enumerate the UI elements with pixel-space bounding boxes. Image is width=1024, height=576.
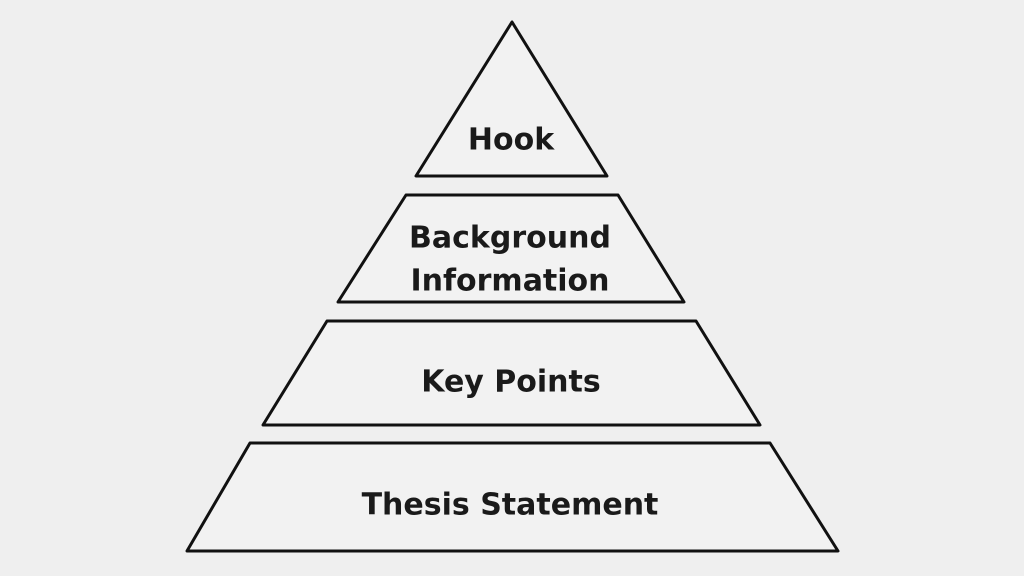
- tier-key-points: Key Points: [261, 319, 762, 427]
- tier-background-information: Background Information: [336, 193, 686, 304]
- tier-background-information-label-line-1: Background: [409, 221, 611, 256]
- tier-key-points-label: Key Points: [421, 365, 601, 400]
- tier-hook: Hook: [414, 20, 609, 178]
- tier-key-points-shape: [261, 319, 762, 427]
- tier-thesis-statement-shape: [185, 441, 840, 553]
- tier-thesis-statement-label: Thesis Statement: [362, 488, 659, 523]
- tier-thesis-statement: Thesis Statement: [185, 441, 840, 553]
- tier-background-information-label-line-2: Information: [410, 264, 609, 299]
- tier-hook-label: Hook: [468, 123, 555, 158]
- tier-background-information-shape: [336, 193, 686, 304]
- tier-hook-shape: [414, 20, 609, 178]
